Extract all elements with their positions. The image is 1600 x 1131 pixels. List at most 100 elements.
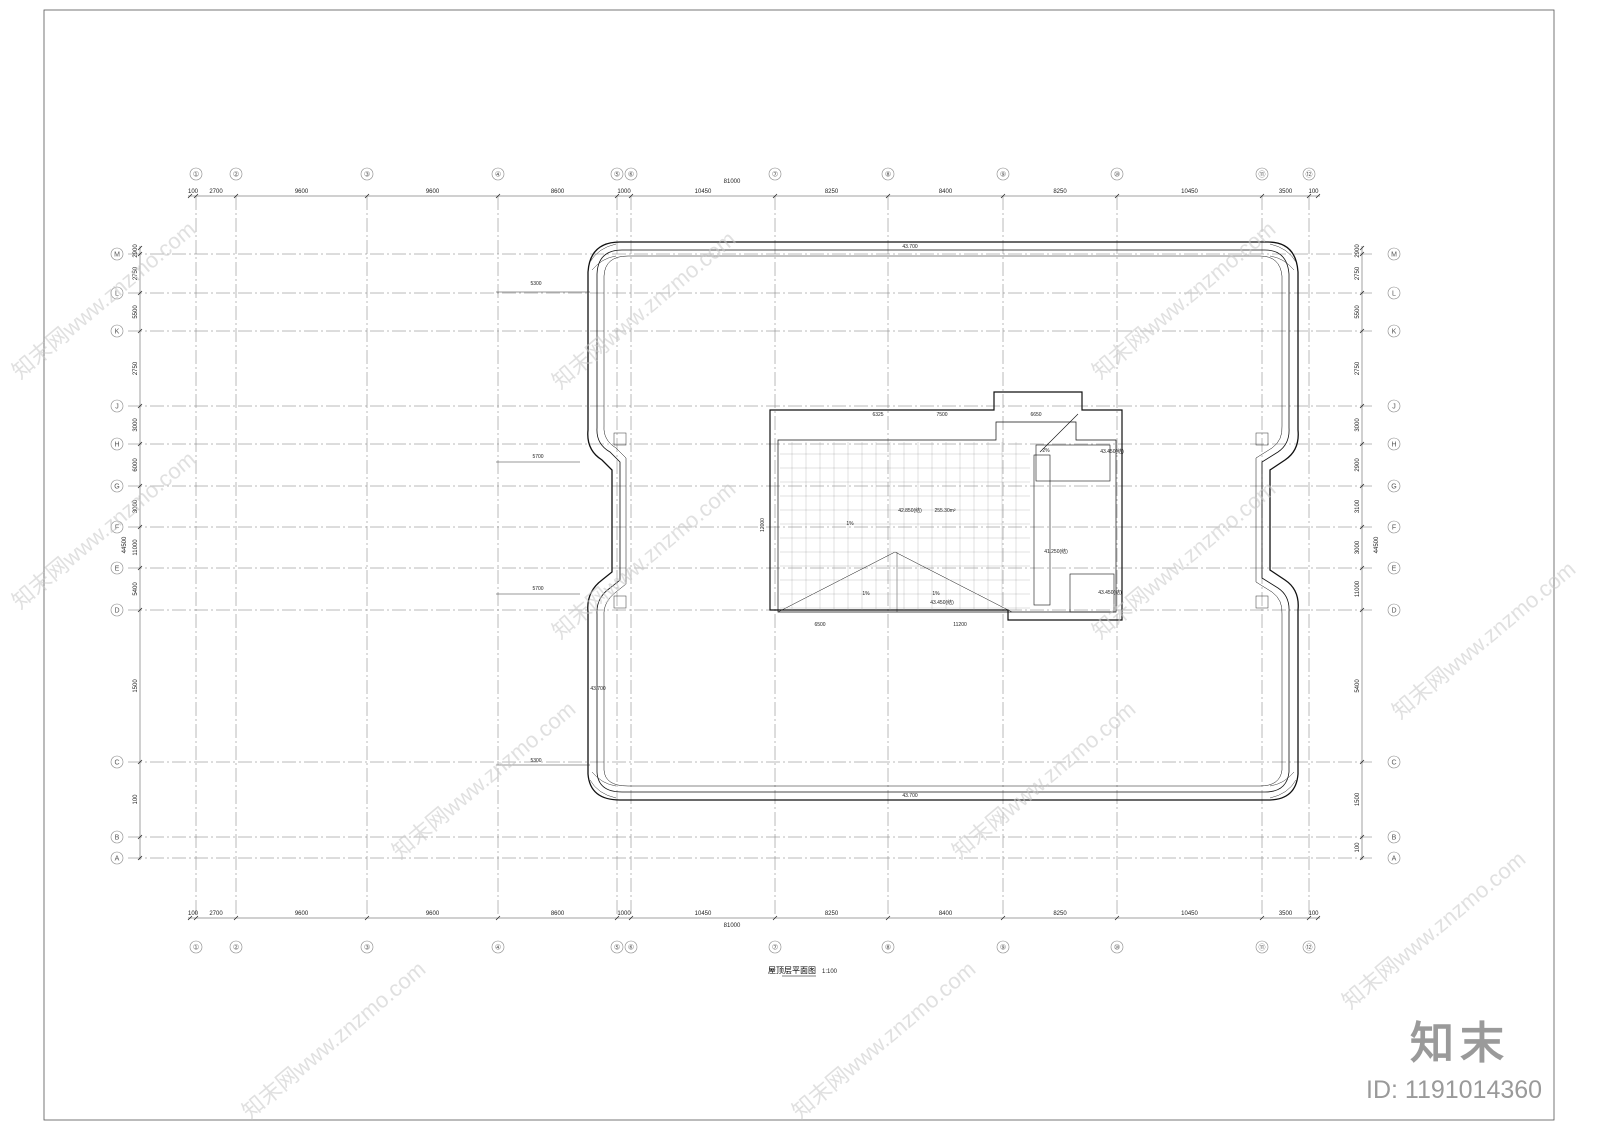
dim-tick — [1306, 193, 1312, 199]
axis-label-col: ③ — [364, 171, 370, 179]
dim-label-vertical: 2750 — [1355, 361, 1361, 375]
axis-bubble-row — [1387, 603, 1401, 617]
axis-bubble-col — [1255, 167, 1269, 181]
dim-label-horizontal: 9600 — [426, 911, 440, 917]
dim-label-horizontal: 8600 — [551, 911, 565, 917]
axis-label-row: B — [1392, 835, 1397, 842]
dim-tick — [137, 245, 143, 251]
dim-tick — [1259, 915, 1265, 921]
axis-bubble-col — [189, 940, 203, 954]
dim-11200: 11200 — [953, 622, 967, 628]
watermark-text: 知末网www.znzmo.com — [7, 446, 200, 614]
dim-5700-top: 5700 — [532, 454, 543, 460]
dim-tick — [1359, 403, 1365, 409]
axis-bubble-row — [1387, 247, 1401, 261]
axis-bubble-row — [1387, 324, 1401, 338]
dim-6500: 6500 — [814, 622, 825, 628]
dim-label-vertical: 1500 — [1355, 792, 1361, 806]
dim-label-vertical: 100 — [1355, 842, 1361, 853]
axis-bubble-row — [110, 479, 124, 493]
dim-label-horizontal: 100 — [188, 911, 199, 917]
dim-label-horizontal: 10450 — [695, 911, 712, 917]
axis-label-col: ⑦ — [772, 944, 778, 952]
dim-tick — [1359, 759, 1365, 765]
dim-tick — [628, 193, 634, 199]
roof-elevation: 42.850(结) — [898, 507, 922, 514]
dim-label-horizontal: 9600 — [295, 911, 309, 917]
axis-label-row: D — [114, 608, 119, 615]
dim-tick — [1359, 245, 1365, 251]
watermark-text: 知末网www.znzmo.com — [387, 696, 580, 864]
dim-tick — [1359, 441, 1365, 447]
dim-tick — [137, 290, 143, 296]
axis-bubble-row — [1387, 520, 1401, 534]
parapet-elevation-left: 43.700 — [590, 686, 606, 692]
elevation-a-1: 43.450(结) — [1100, 448, 1124, 455]
axis-label-col: ⑪ — [1259, 171, 1266, 179]
dim-label-vertical: 5400 — [133, 582, 139, 596]
roof-area: 255.30m² — [934, 508, 955, 514]
dim-tick — [1000, 915, 1006, 921]
dim-label-horizontal: 3500 — [1279, 189, 1293, 195]
axis-bubble-col — [768, 940, 782, 954]
axis-label-row: H — [1391, 442, 1396, 449]
dim-label-horizontal: 8250 — [825, 911, 839, 917]
axis-label-col: ⑥ — [628, 171, 634, 179]
dim-label-horizontal: 3500 — [1279, 911, 1293, 917]
axis-bubble-row — [110, 247, 124, 261]
axis-grid — [128, 196, 1372, 915]
dim-tick — [614, 193, 620, 199]
dim-label-vertical: 3100 — [1355, 499, 1361, 513]
dim-label-vertical: 11000 — [133, 539, 139, 556]
axis-label-col: ① — [193, 171, 199, 179]
axis-label-row: M — [1391, 252, 1397, 259]
axis-bubble-col — [360, 167, 374, 181]
axis-label-col: ④ — [495, 171, 501, 179]
dim-tick — [1315, 915, 1321, 921]
axis-bubble-col — [1110, 940, 1124, 954]
axis-label-row: M — [114, 252, 120, 259]
dim-tick — [137, 403, 143, 409]
dim-label-horizontal: 8400 — [939, 911, 953, 917]
axis-bubble-row — [110, 851, 124, 865]
dim-tick — [1359, 834, 1365, 840]
dim-label-horizontal: 9600 — [295, 189, 309, 195]
axis-label-row: J — [115, 404, 119, 411]
elevation-a-2: 43.450(结) — [1098, 589, 1122, 596]
axis-bubble-col — [1302, 167, 1316, 181]
axis-label-row: A — [115, 856, 120, 863]
axis-label-col: ⑩ — [1114, 944, 1120, 952]
slope-3: 1% — [932, 591, 940, 597]
dim-tick — [614, 915, 620, 921]
dim-tick — [1359, 251, 1365, 257]
dimension-lines — [137, 193, 1365, 921]
dim-tick — [1114, 193, 1120, 199]
overall-width-top: 81000 — [724, 179, 741, 185]
axis-label-row: L — [1392, 291, 1396, 298]
dim-label-vertical: 3000 — [1355, 418, 1361, 432]
dim-5300-bottom: 5300 — [530, 758, 541, 764]
axis-bubble-row — [110, 603, 124, 617]
dim-label-horizontal: 2700 — [209, 189, 223, 195]
slope-2: 1% — [862, 591, 870, 597]
axis-bubble-col — [768, 167, 782, 181]
dim-label-vertical: 100 — [133, 794, 139, 805]
roof-tile-grid — [780, 442, 1030, 610]
dim-5700-bottom: 5700 — [532, 586, 543, 592]
overall-width-bottom: 81000 — [724, 923, 741, 929]
dim-label-horizontal: 1000 — [617, 911, 631, 917]
sheet-border — [43, 9, 1555, 1121]
axis-bubble-col — [624, 167, 638, 181]
slope-1: 1% — [846, 521, 854, 527]
dim-tick — [885, 915, 891, 921]
dim-tick — [364, 915, 370, 921]
axis-label-col: ⑨ — [1000, 945, 1006, 952]
axis-label-row: K — [1392, 329, 1397, 336]
axis-bubble-col — [624, 940, 638, 954]
axis-bubble-col — [610, 167, 624, 181]
axis-label-col: ⑦ — [772, 171, 778, 179]
dim-tick — [137, 565, 143, 571]
axis-label-row: H — [114, 442, 119, 449]
